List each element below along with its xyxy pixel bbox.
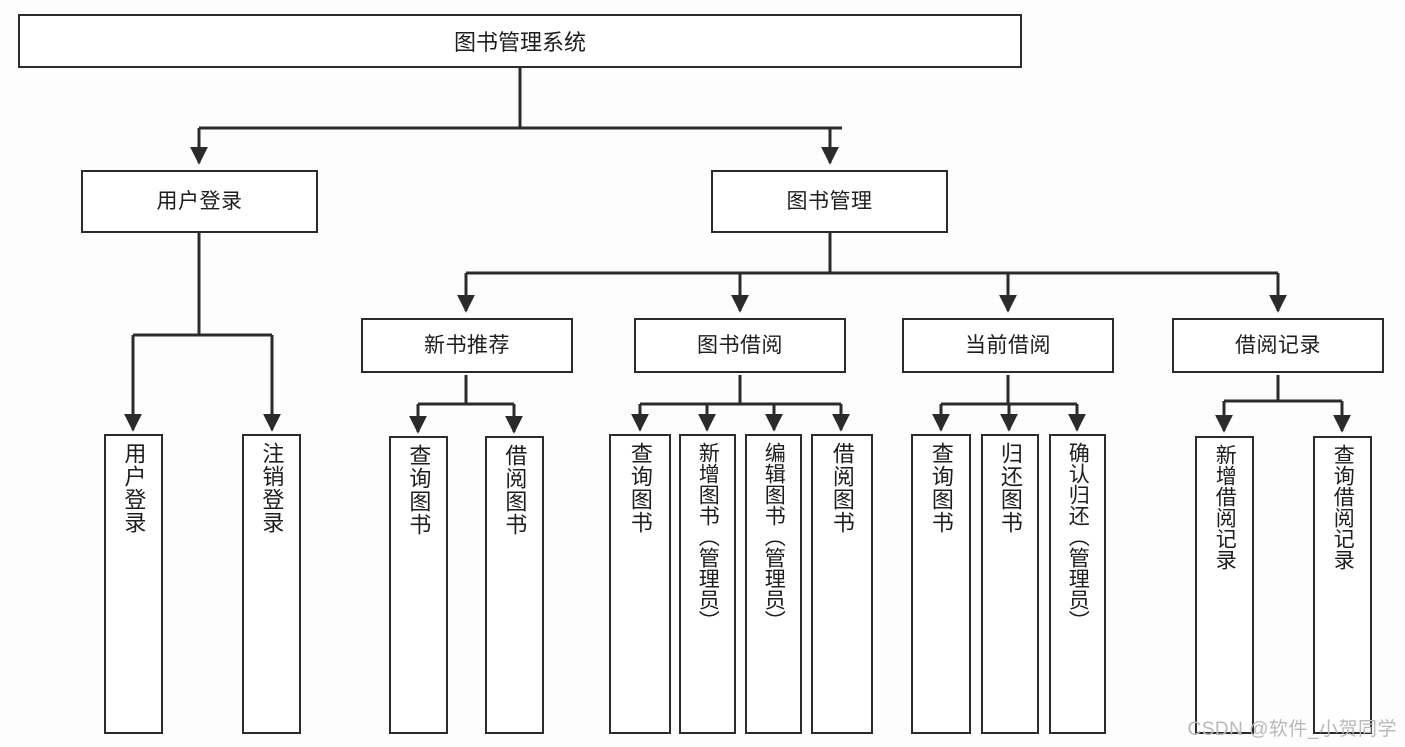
node-current-borrow[interactable]: 当前借阅 <box>902 318 1114 373</box>
leaf-new-book-query[interactable]: 查询图书 <box>389 436 448 734</box>
node-root-label: 图书管理系统 <box>453 30 586 55</box>
node-book-management-label: 图书管理 <box>786 189 873 213</box>
leaf-book-borrow-edit[interactable]: 编辑图书（管理员） <box>745 434 802 734</box>
leaf-current-borrow-query[interactable]: 查询图书 <box>911 434 971 734</box>
node-borrow-record[interactable]: 借阅记录 <box>1172 318 1384 373</box>
leaf-label: 注销登录 <box>259 442 285 534</box>
node-current-borrow-label: 当前借阅 <box>965 333 1051 357</box>
node-book-borrow[interactable]: 图书借阅 <box>634 318 846 373</box>
leaf-book-borrow-add[interactable]: 新增图书（管理员） <box>679 434 736 734</box>
leaf-label: 查询借阅记录 <box>1331 444 1355 570</box>
node-user-login-label: 用户登录 <box>156 189 243 213</box>
watermark: CSDN @软件_小贺同学 <box>1187 719 1397 740</box>
node-new-book-recommend[interactable]: 新书推荐 <box>361 318 573 373</box>
leaf-label: 确认归还（管理员） <box>1066 442 1090 631</box>
node-book-borrow-label: 图书借阅 <box>697 333 783 357</box>
leaf-book-borrow-borrow[interactable]: 借阅图书 <box>811 434 873 734</box>
leaf-borrow-record-add[interactable]: 新增借阅记录 <box>1195 436 1254 734</box>
leaf-book-borrow-query[interactable]: 查询图书 <box>609 434 671 734</box>
leaf-label: 借阅图书 <box>502 444 528 536</box>
leaf-label: 查询图书 <box>406 444 432 536</box>
node-root[interactable]: 图书管理系统 <box>18 14 1022 68</box>
leaf-label: 新增图书（管理员） <box>696 442 720 631</box>
leaf-label: 用户登录 <box>121 442 147 534</box>
node-user-login[interactable]: 用户登录 <box>81 170 318 233</box>
leaf-label: 编辑图书（管理员） <box>762 442 786 631</box>
leaf-label: 查询图书 <box>928 442 954 534</box>
leaf-label: 归还图书 <box>997 442 1023 534</box>
leaf-label: 借阅图书 <box>829 442 855 534</box>
leaf-current-borrow-return[interactable]: 归还图书 <box>981 434 1039 734</box>
node-borrow-record-label: 借阅记录 <box>1235 333 1321 357</box>
leaf-label: 新增借阅记录 <box>1213 444 1237 570</box>
node-book-management[interactable]: 图书管理 <box>711 170 948 233</box>
leaf-user-login-login[interactable]: 用户登录 <box>104 434 163 734</box>
leaf-current-borrow-confirm[interactable]: 确认归还（管理员） <box>1049 434 1106 734</box>
leaf-borrow-record-query[interactable]: 查询借阅记录 <box>1313 436 1372 734</box>
leaf-label: 查询图书 <box>627 442 653 534</box>
leaf-user-login-logout[interactable]: 注销登录 <box>242 434 301 734</box>
leaf-new-book-borrow[interactable]: 借阅图书 <box>485 436 544 734</box>
node-new-book-recommend-label: 新书推荐 <box>424 333 510 357</box>
